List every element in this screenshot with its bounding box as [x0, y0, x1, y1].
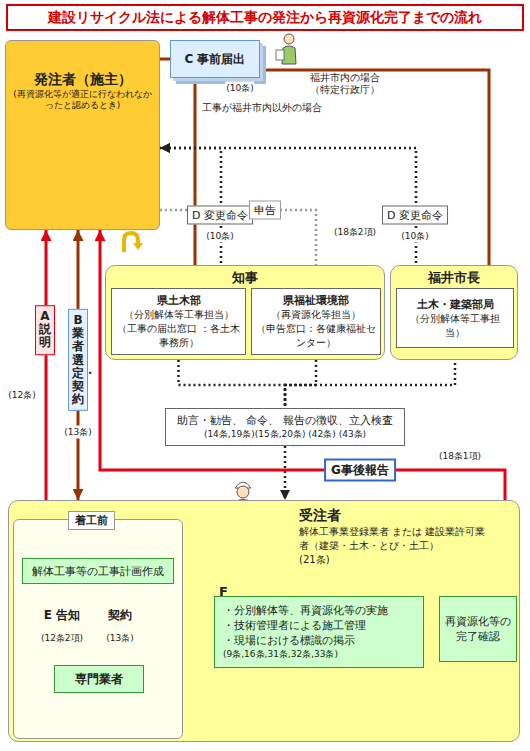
- node-text: C 事前届出: [185, 51, 246, 68]
- edge-label: B 業者選定・契約: [68, 309, 88, 411]
- connector: [194, 78, 197, 288]
- process-box: F・分別解体等、再資源化等の実施・技術管理者による施工管理・現場における標識の掲…: [214, 596, 424, 668]
- node-text: （工事の届出窓口 ：各土木事務所）: [116, 322, 241, 350]
- pre-work-panel: 着工前解体工事等の工事計画作成専門業者: [13, 519, 183, 739]
- connector: [77, 230, 80, 500]
- edge-label: D 変更命令: [187, 206, 253, 225]
- node-text: ・現場における標識の掲示: [223, 633, 388, 648]
- node-text: 着工前: [68, 511, 115, 530]
- node-text: 解体工事等の工事計画作成: [32, 564, 164, 579]
- process-box: 専門業者: [54, 665, 144, 693]
- article-ref: (13条): [63, 426, 92, 439]
- article-ref: (10条): [205, 230, 234, 243]
- edge-label: A 説明: [35, 305, 55, 355]
- article-ref: (18条2項): [333, 226, 377, 239]
- article-ref: (10条): [400, 230, 429, 243]
- edge-label: 申告: [249, 201, 281, 220]
- node-text: 専門業者: [75, 671, 123, 688]
- node-text: (再資源化等が適正に行なわれなかったと認めるとき): [12, 89, 153, 112]
- node-text: 知事: [106, 269, 384, 287]
- connector: [284, 446, 287, 500]
- node-text: 受注者: [299, 507, 494, 525]
- notice-document: C 事前届出: [170, 40, 260, 78]
- office-box: 県福祉環境部（再資源化等担当）（申告窓口：各健康福祉センター）: [251, 288, 381, 355]
- node-text: (9条,16条,31条,32条,33条): [223, 648, 388, 661]
- governor-panel: 知事県土木部（分別解体等工事担当）（工事の届出窓口 ：各土木事務所）県福祉環境部…: [105, 265, 385, 360]
- node-text: ・技術管理者による施工管理: [223, 618, 388, 633]
- node-text: （分別解体等工事担当）: [116, 308, 241, 322]
- connector: [260, 70, 489, 288]
- node-text: (21条): [299, 553, 494, 567]
- connector: [160, 58, 170, 61]
- connector: [179, 355, 286, 408]
- node-text: （分別解体等工事担当）: [401, 312, 509, 340]
- guidance-box: 助言・勧告、 命令、 報告の徴収、立入検査(14条,19条)(15条,20条) …: [165, 408, 405, 446]
- office-box: 土木・建築部局（分別解体等工事担当）: [396, 288, 514, 348]
- article-ref: (10条): [225, 82, 254, 95]
- article-ref: (18条1項): [438, 450, 482, 463]
- node-text: 県福祉環境部: [256, 293, 376, 308]
- node-text: 解体工事業登録業者 または 建設業許可業者（建築・土木・とび・土工）: [299, 525, 494, 553]
- client-box: 発注者（施主）(再資源化等が適正に行なわれなかったと認めるとき): [5, 40, 160, 230]
- edge-label: G事後報告: [324, 459, 396, 482]
- process-box: 解体工事等の工事計画作成: [22, 558, 174, 584]
- u-turn-symbol: [124, 233, 143, 252]
- node-text: 福井市長: [391, 269, 517, 287]
- mayor-panel: 福井市長土木・建築部局（分別解体等工事担当）: [390, 265, 518, 360]
- article-ref: (12条): [7, 389, 36, 402]
- node-text: 発注者（施主）: [12, 71, 153, 89]
- node-text: （再資源化等担当）: [256, 308, 376, 322]
- process-box: 再資源化等の完了確認: [439, 596, 517, 662]
- connector: [285, 355, 316, 408]
- contractor-panel: 受注者解体工事業登録業者 または 建設業許可業者（建築・土木・とび・土工）(21…: [8, 500, 520, 742]
- title-banner: 建設リサイクル法による解体工事の発注から再資源化完了までの流れ: [6, 4, 524, 31]
- node-text: 再資源化等の完了確認: [444, 614, 512, 644]
- edge-label: 工事が福井市内以外の場合: [200, 101, 324, 115]
- node-text: 土木・建築部局: [401, 297, 509, 312]
- node-text: ・分別解体等、再資源化等の実施: [223, 603, 388, 618]
- node-text: 県土木部: [116, 293, 241, 308]
- node-text: 助言・勧告、 命令、 報告の徴収、立入検査: [177, 413, 393, 428]
- node-text: （申告窓口：各健康福祉センター）: [256, 322, 376, 350]
- clerk-figure: [276, 34, 296, 64]
- connector: [45, 230, 48, 519]
- edge-label: 福井市内の場合 （特定行政庁）: [300, 72, 390, 96]
- office-box: 県土木部（分別解体等工事担当）（工事の届出窓口 ：各土木事務所）: [111, 288, 246, 355]
- node-text: F: [219, 584, 228, 599]
- node-text: (14条,19条)(15条,20条) (42条) (43条): [177, 428, 393, 441]
- edge-label: D 変更命令: [382, 206, 448, 225]
